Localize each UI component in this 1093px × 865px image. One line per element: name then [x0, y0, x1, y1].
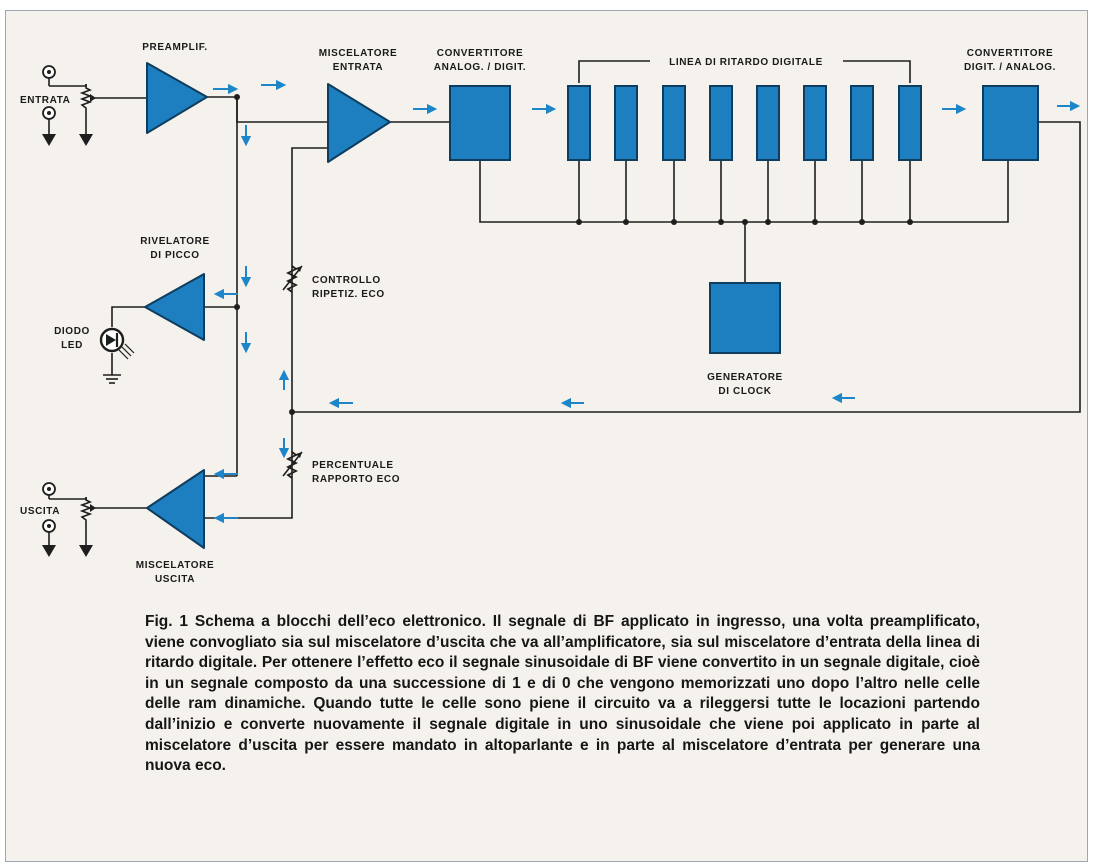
preamp-label: PREAMPLIF. [142, 42, 207, 53]
arrow-right-icon [942, 103, 967, 115]
input-potentiometer-icon [79, 84, 96, 112]
arrow-left-icon [213, 468, 238, 480]
echo-repeat-potentiometer-icon [282, 265, 303, 293]
arrow-down-icon [240, 125, 252, 147]
arrow-left-icon [328, 397, 353, 409]
uscita-label: USCITA [20, 506, 60, 517]
delay-cells [567, 85, 922, 161]
ground-icon [42, 134, 121, 557]
arrow-right-icon [1057, 100, 1081, 112]
echo-ratio-potentiometer-icon [282, 451, 303, 479]
arrow-down-icon [278, 438, 290, 459]
delay-cell [614, 85, 638, 161]
wires [48, 60, 1081, 545]
arrow-left-icon [213, 288, 238, 300]
peak-detector-triangle [144, 273, 205, 341]
delay-cell [850, 85, 874, 161]
arrow-right-icon [413, 103, 438, 115]
junction-dots [234, 94, 913, 415]
adc-label-line1: CONVERTITORE [437, 48, 523, 59]
output-mixer-label-line1: MISCELATORE [136, 560, 214, 571]
dac-label-line1: CONVERTITORE [967, 48, 1053, 59]
figure-caption: Fig. 1 Schema a blocchi dell’eco elettro… [145, 613, 980, 775]
peak-detector-label-line2: DI PICCO [150, 250, 199, 261]
dac-block [982, 85, 1039, 161]
arrow-left-icon [560, 397, 584, 409]
led-label-line1: DIODO [54, 326, 90, 337]
delay-cell [709, 85, 733, 161]
arrow-right-icon [532, 103, 557, 115]
input-jack-icon [42, 65, 56, 120]
arrow-left-icon [831, 392, 855, 404]
preamp-triangle [146, 62, 208, 134]
delay-cell [567, 85, 591, 161]
peak-detector-label-line1: RIVELATORE [140, 236, 210, 247]
clock-generator-label-line2: DI CLOCK [718, 386, 771, 397]
output-potentiometer-icon [79, 497, 96, 524]
arrow-right-icon [261, 79, 287, 91]
arrow-right-icon [213, 83, 239, 95]
delay-cell [803, 85, 827, 161]
clock-generator-label-line1: GENERATORE [707, 372, 783, 383]
arrow-up-icon [278, 369, 290, 390]
labels: ENTRATA PREAMPLIF. MISCELATORE ENTRATA C… [20, 42, 1056, 585]
arrow-left-icon [213, 512, 238, 524]
output-mixer-label-line2: USCITA [155, 574, 195, 585]
dac-label-line2: DIGIT. / ANALOG. [964, 62, 1056, 73]
clock-generator-block [709, 282, 781, 354]
adc-block [449, 85, 511, 161]
echo-ratio-label-line1: PERCENTUALE [312, 460, 394, 471]
adc-label-line2: ANALOG. / DIGIT. [434, 62, 526, 73]
output-mixer-triangle [146, 469, 205, 549]
flow-arrows [213, 79, 1081, 524]
echo-repeat-label-line1: CONTROLLO [312, 275, 381, 286]
arrow-down-icon [240, 266, 252, 288]
delay-cell [898, 85, 922, 161]
led-icon [99, 327, 135, 360]
echo-repeat-label-line2: RIPETIZ. ECO [312, 289, 385, 300]
delay-cell [662, 85, 686, 161]
input-mixer-triangle [327, 83, 391, 163]
input-mixer-label-line1: MISCELATORE [319, 48, 397, 59]
echo-ratio-label-line2: RAPPORTO ECO [312, 474, 400, 485]
output-jack-icon [42, 482, 56, 533]
input-mixer-label-line2: ENTRATA [333, 62, 384, 73]
delay-cell [756, 85, 780, 161]
arrow-down-icon [240, 332, 252, 354]
entrata-label: ENTRATA [20, 95, 71, 106]
led-label-line2: LED [61, 340, 83, 351]
delay-line-label: LINEA DI RITARDO DIGITALE [669, 57, 823, 68]
